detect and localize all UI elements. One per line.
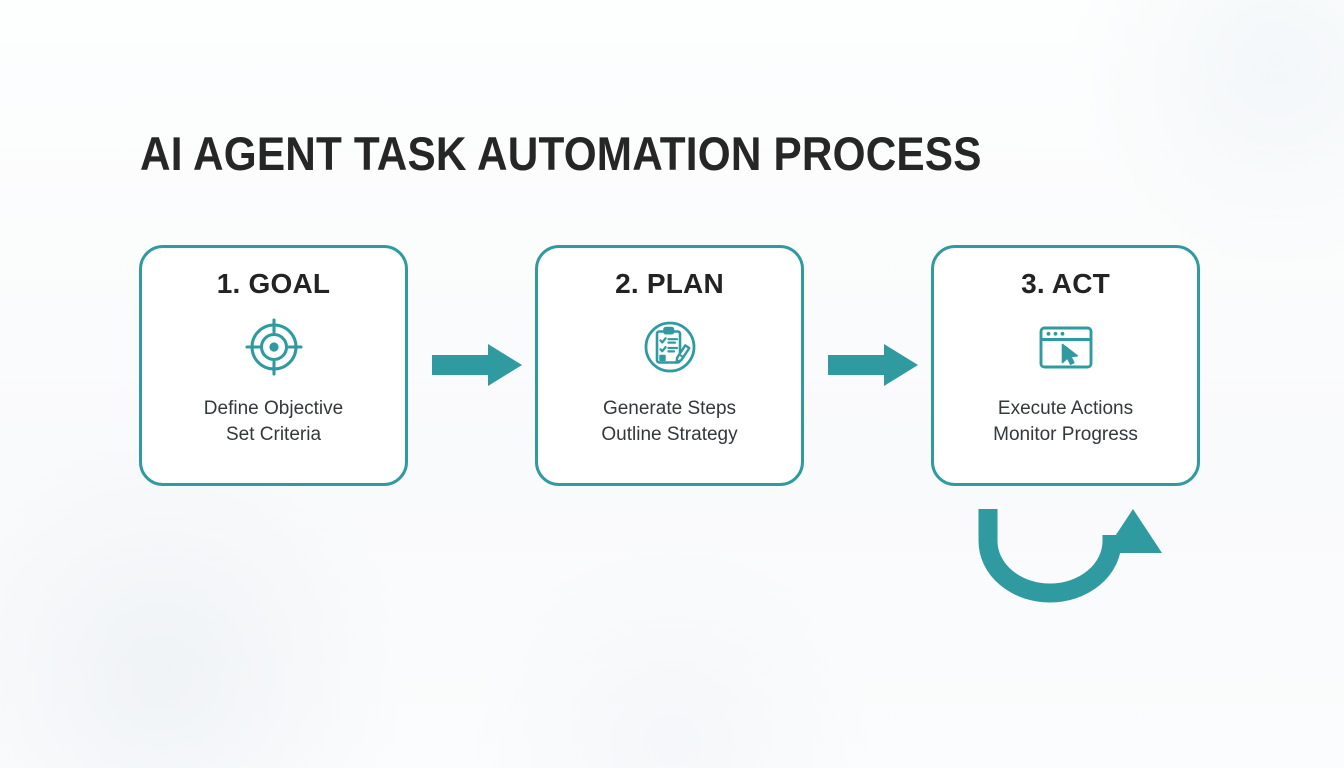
step-card-plan[interactable]: 2. PLAN Generate Steps Outline Strategy (535, 245, 804, 486)
step-card-goal[interactable]: 1. GOAL Define Objective Set Criteria (139, 245, 408, 486)
right-arrow-icon (828, 344, 918, 386)
step-card-description: Generate Steps Outline Strategy (601, 396, 737, 448)
step-card-line-1: Generate Steps (602, 398, 737, 419)
step-card-line-1: Execute Actions (997, 398, 1134, 419)
step-card-description: Execute Actions Monitor Progress (993, 396, 1138, 448)
clipboard-checklist-pencil-icon (638, 315, 702, 379)
step-card-line-2: Set Criteria (225, 424, 322, 445)
curved-loop-arrow-icon (966, 495, 1166, 610)
step-card-line-1: Define Objective (203, 398, 344, 419)
step-card-description: Define Objective Set Criteria (204, 396, 343, 448)
step-card-act[interactable]: 3. ACT Execute Actions Monitor Progress (931, 245, 1200, 486)
step-card-heading: 1. GOAL (216, 268, 331, 299)
step-card-line-2: Monitor Progress (993, 424, 1138, 445)
step-card-line-2: Outline Strategy (601, 424, 738, 445)
browser-window-cursor-icon (1034, 315, 1098, 379)
target-icon (242, 315, 306, 379)
page-title: AI AGENT TASK AUTOMATION PROCESS (140, 127, 982, 180)
right-arrow-icon (432, 344, 522, 386)
step-card-heading: 3. ACT (1021, 268, 1110, 299)
step-card-heading: 2. PLAN (615, 268, 724, 299)
